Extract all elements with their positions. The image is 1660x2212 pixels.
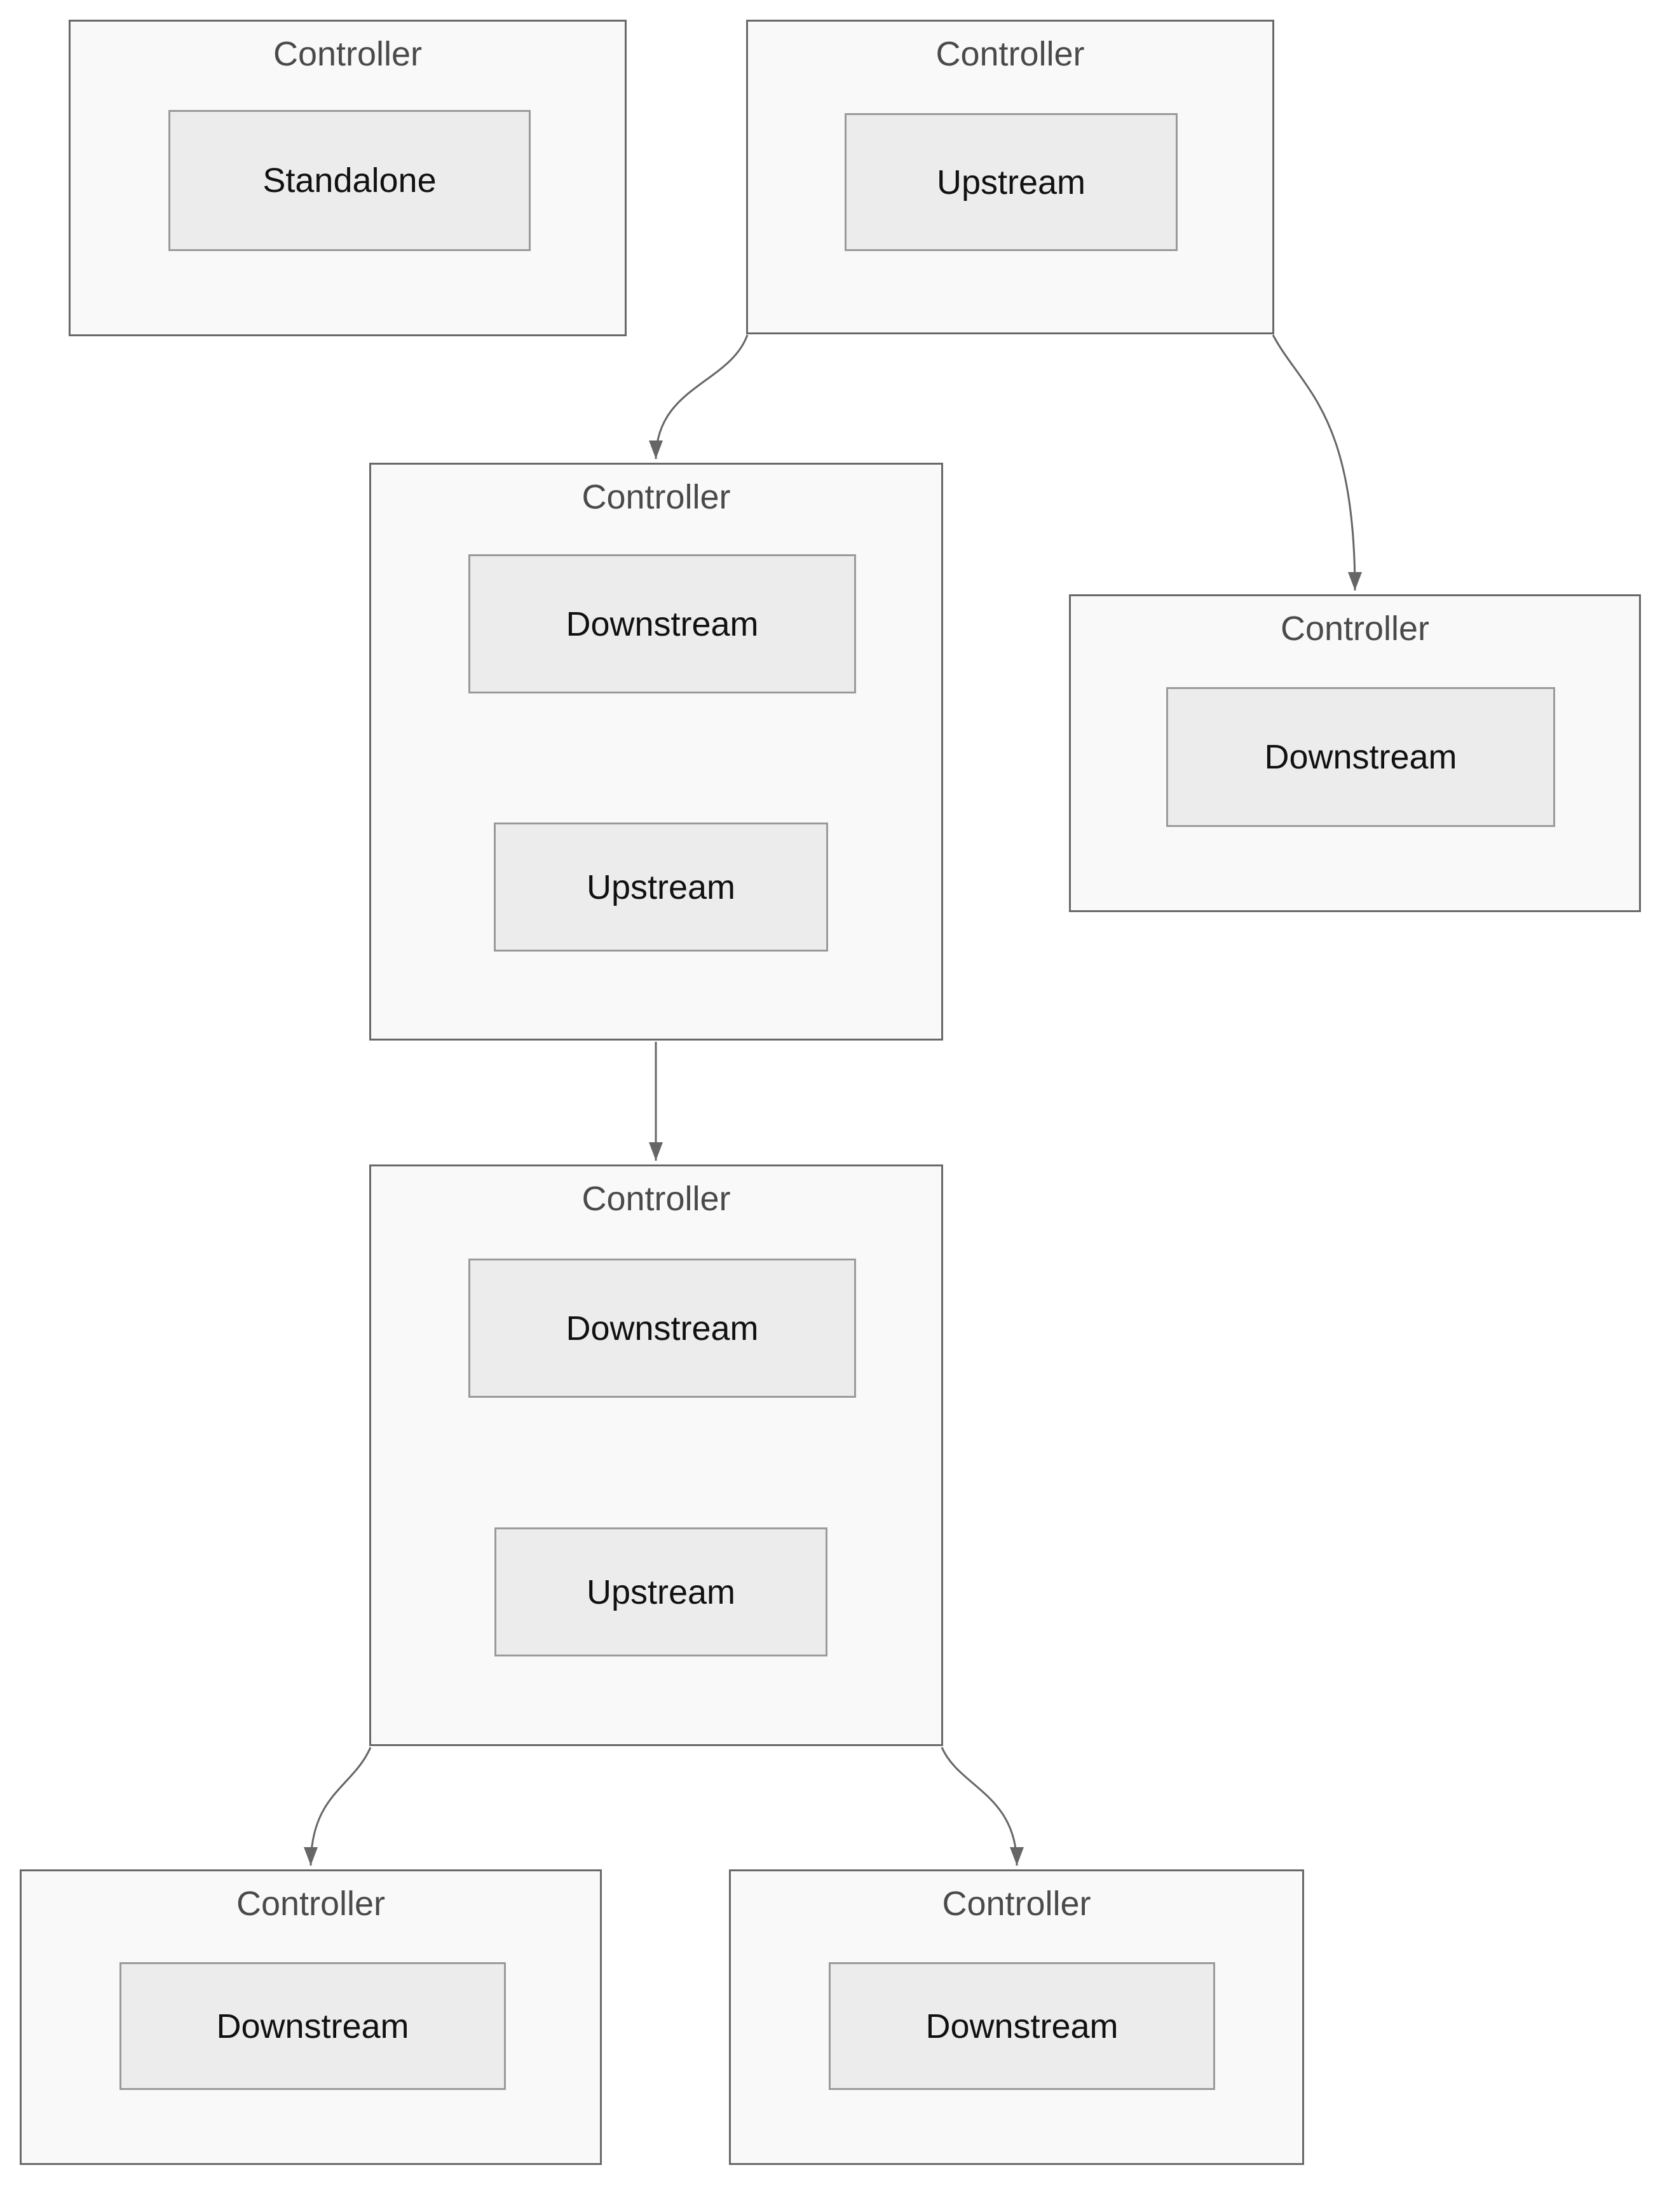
node-title: Controller <box>236 1885 386 1923</box>
controller-node-lower-mid: Controller Downstream Upstream <box>369 1164 943 1746</box>
child-box-upstream: Upstream <box>845 113 1178 251</box>
child-label: Downstream <box>566 604 759 643</box>
controller-node-right: Controller Downstream <box>1069 594 1641 912</box>
controller-node-mid: Controller Downstream Upstream <box>369 463 943 1041</box>
edge-lower-mid-to-bottom-left-controller <box>304 1747 372 1866</box>
child-label: Upstream <box>586 868 736 906</box>
node-title: Controller <box>582 1180 731 1218</box>
child-box-downstream: Downstream <box>468 1259 856 1398</box>
child-label: Upstream <box>936 163 1086 201</box>
controller-node-upstream-root: Controller Upstream <box>746 20 1274 334</box>
node-title: Controller <box>1280 610 1430 648</box>
node-title: Controller <box>582 478 731 516</box>
node-title: Controller <box>935 35 1085 73</box>
edge-upstream-to-right-controller <box>1272 334 1362 591</box>
child-label: Downstream <box>216 2007 409 2045</box>
child-box-downstream: Downstream <box>119 1962 506 2090</box>
node-title: Controller <box>942 1885 1091 1923</box>
child-box-downstream: Downstream <box>468 554 856 693</box>
child-box-downstream: Downstream <box>1166 687 1555 827</box>
controller-node-standalone: Controller Standalone <box>69 20 627 336</box>
child-label: Downstream <box>1264 738 1457 776</box>
child-box-upstream: Upstream <box>494 823 828 952</box>
controller-node-bottom-right: Controller Downstream <box>729 1869 1304 2165</box>
child-box-standalone: Standalone <box>168 110 531 251</box>
child-label: Downstream <box>925 2007 1119 2045</box>
node-title: Controller <box>273 35 423 73</box>
child-label: Upstream <box>586 1573 736 1611</box>
edge-upstream-to-mid-controller <box>649 334 749 460</box>
controller-node-bottom-left: Controller Downstream <box>20 1869 602 2165</box>
edge-lower-mid-to-bottom-right-controller <box>941 1747 1024 1866</box>
child-label: Standalone <box>262 161 437 200</box>
child-box-downstream: Downstream <box>829 1962 1215 2090</box>
child-box-upstream: Upstream <box>494 1527 827 1656</box>
child-label: Downstream <box>566 1309 759 1348</box>
